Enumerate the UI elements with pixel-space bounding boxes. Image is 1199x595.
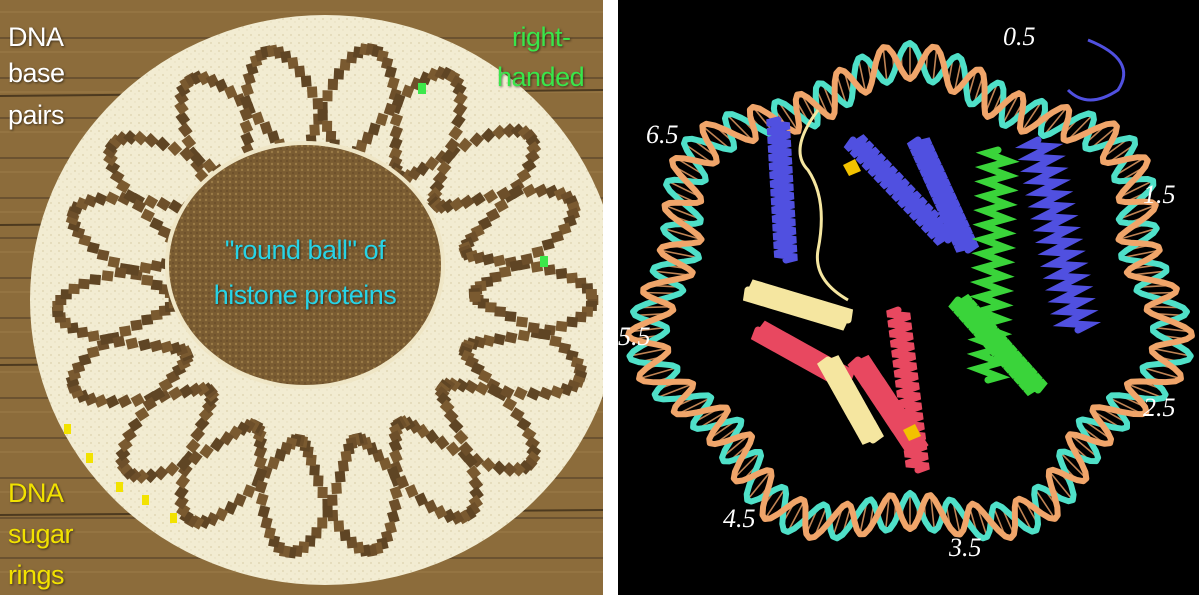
crop-block [335,471,346,483]
crop-block [100,333,113,345]
crop-block [323,506,333,517]
yellow-marker [64,424,71,434]
crop-block [294,66,305,78]
crop-block [505,311,517,322]
crop-block [127,264,139,276]
label-round-ball: "round ball" of [198,235,412,266]
crop-block [68,284,79,295]
crop-block [313,475,323,486]
crop-block [119,325,131,337]
crop-block [322,121,332,132]
crop-block [89,274,101,285]
crop-block [318,487,328,498]
label-right: right- [512,22,571,53]
yellow-marker [170,513,177,523]
crop-block [516,316,528,327]
crop-block [494,306,506,317]
crop-block [108,256,121,268]
crop-circle-photo: DNA base pairs right- handed "round ball… [0,0,603,595]
turn-label-4-5: 4.5 [723,504,756,534]
crop-block [317,517,327,528]
turn-label-1-5: 1.5 [1143,180,1176,210]
label-dna-base: DNA [8,22,64,53]
crop-block [313,98,323,109]
turn-label-3-5: 3.5 [949,533,982,563]
turn-label-2-5: 2.5 [1143,393,1176,423]
turn-label-0-5: 0.5 [1003,22,1036,52]
crop-block [328,79,338,90]
yellow-marker [142,495,149,505]
crop-block [586,289,597,299]
crop-block [338,460,349,472]
nucleosome-image [618,0,1199,595]
crop-block [301,75,312,87]
label-handed: handed [497,62,584,93]
crop-block [307,86,318,98]
crop-block [556,268,568,279]
crop-block [469,292,480,302]
label-dna-sugar: DNA [8,478,64,509]
yellow-marker [86,453,93,463]
label-pairs: pairs [8,100,64,131]
crop-block [510,260,523,272]
crop-block [78,279,90,290]
crop-block [102,270,114,281]
turn-label-5-5: 5.5 [618,322,651,352]
label-rings: rings [8,560,64,591]
crop-block [309,124,320,136]
crop-block [130,320,142,331]
crop-block [322,90,332,101]
crop-block [556,321,568,332]
crop-block [327,495,337,506]
crop-block [318,110,328,121]
yellow-marker [116,482,123,492]
label-sugar: sugar [8,519,73,550]
crop-block [87,330,99,342]
nucleosome-model: 0.5 1.5 2.5 3.5 4.5 5.5 6.5 [618,0,1199,595]
green-marker [540,256,548,267]
crop-block [331,483,342,495]
label-base: base [8,58,65,89]
crop-block [114,267,126,278]
crop-block [141,275,153,286]
crop-block [539,329,551,341]
crop-block [566,316,578,327]
crop-block [334,520,345,532]
crop-block [527,322,539,333]
crop-block [139,262,152,274]
green-marker [418,83,426,94]
turn-label-6-5: 6.5 [646,120,679,150]
label-histone-proteins: histone proteins [198,280,412,311]
